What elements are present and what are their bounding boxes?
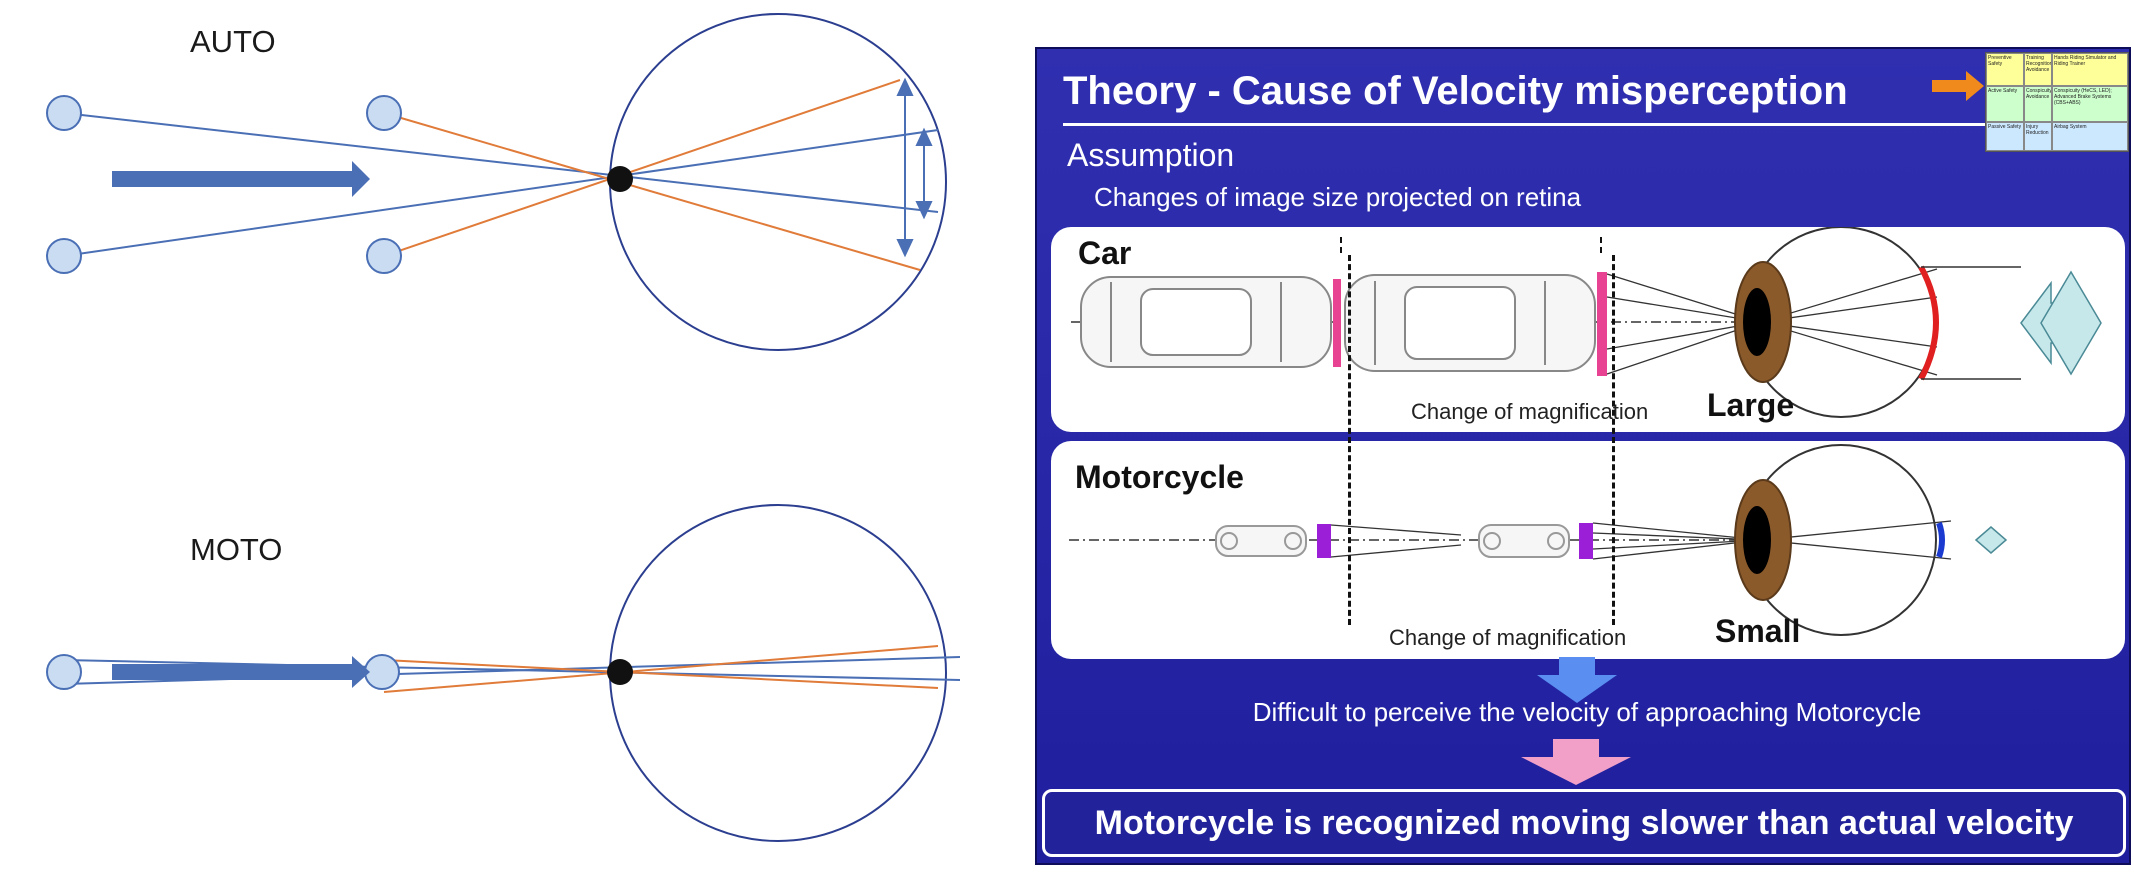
slide-title: Theory - Cause of Velocity misperception (1063, 69, 1848, 113)
image-size-large-arrow (896, 77, 914, 258)
moto-far-image-bar (1317, 524, 1331, 558)
ray-near-top (383, 659, 939, 689)
car-label: Car (1078, 235, 1132, 271)
moto-near (1478, 524, 1570, 558)
far-object-bottom (46, 238, 82, 274)
ray-near-bottom (383, 79, 901, 257)
car-panel: Car (1051, 227, 2125, 432)
eyeball-circle (609, 13, 947, 351)
car-far (1080, 276, 1332, 368)
car-pupil (1743, 288, 1771, 356)
ray-near-bottom (383, 645, 939, 693)
pupil (607, 166, 633, 192)
near-object-top (366, 95, 402, 131)
guide-line-near (1612, 255, 1615, 625)
car-magnification-caption: Change of magnification (1411, 399, 1649, 424)
pupil (607, 659, 633, 685)
motion-arrow (112, 656, 370, 688)
car-retina-image (1918, 265, 1939, 381)
motorcycle-panel: Motorcycle (1051, 441, 2125, 659)
car-illustration (1071, 227, 2102, 418)
motion-arrow (112, 161, 370, 197)
moto-near-image-bar (1579, 523, 1593, 559)
presentation-slide: Theory - Cause of Velocity misperception… (1035, 47, 2131, 865)
motorcycle-label: Motorcycle (1075, 459, 1244, 495)
motorcycle-size-word: Small (1715, 613, 1801, 649)
car-near-image-bar (1597, 272, 1607, 376)
ray-far-top (63, 112, 939, 213)
moto-pupil (1743, 506, 1771, 574)
legend-category: Preventive Safety (1986, 53, 2024, 86)
safety-legend-table: Preventive Safety Training Recognition A… (1985, 52, 2129, 152)
optics-diagram (46, 13, 961, 842)
down-arrow-blue-icon (1537, 657, 1617, 703)
conclusion-box: Motorcycle is recognized moving slower t… (1042, 789, 2126, 857)
auto-diagram (46, 13, 947, 351)
moto-small-size-icon (1974, 526, 2008, 554)
motorcycle-illustration (1069, 444, 2008, 636)
car-near (1344, 274, 1596, 372)
car-far-image-bar (1333, 279, 1341, 367)
legend-category: Active Safety (1986, 86, 2024, 122)
assumption-detail: Changes of image size projected on retin… (1094, 182, 1582, 212)
far-object (46, 654, 82, 690)
auto-label: AUTO (190, 24, 276, 59)
far-object-top (46, 95, 82, 131)
car-size-word: Large (1707, 387, 1795, 423)
legend-item: Conspicuity (HeCS, LED); Advanced Brake … (2052, 86, 2128, 122)
near-object (364, 654, 400, 690)
moto-retina-image (1936, 522, 1945, 558)
ray-near-top (383, 112, 921, 271)
inference-text: Difficult to perceive the velocity of ap… (1252, 697, 1922, 727)
assumption-heading: Assumption (1067, 137, 1235, 173)
ray-far-bottom (63, 129, 939, 257)
pointer-arrow-icon (1932, 71, 1984, 101)
legend-sub: Conspicuity Avoidance (2024, 86, 2052, 122)
title-underline (1063, 123, 2003, 126)
guide-line-far (1348, 255, 1351, 625)
near-object-bottom (366, 238, 402, 274)
legend-sub: Injury Reduction (2024, 122, 2052, 151)
legend-sub: Training Recognition Avoidance (2024, 53, 2052, 86)
image-size-small-arrow (915, 127, 933, 220)
moto-rays (1592, 520, 1952, 560)
legend-category: Passive Safety (1986, 122, 2024, 151)
moto-label: MOTO (190, 532, 283, 567)
legend-item: Airbag System (2052, 122, 2128, 151)
moto-far-rays (1330, 524, 1462, 558)
legend-item: Hands Riding Simulator and Riding Traine… (2052, 53, 2128, 86)
moto-diagram (46, 504, 961, 842)
motorcycle-magnification-caption: Change of magnification (1389, 625, 1627, 650)
car-large-size-icon (2020, 270, 2102, 376)
down-arrow-pink-icon (1521, 739, 1631, 785)
moto-far (1215, 525, 1307, 557)
